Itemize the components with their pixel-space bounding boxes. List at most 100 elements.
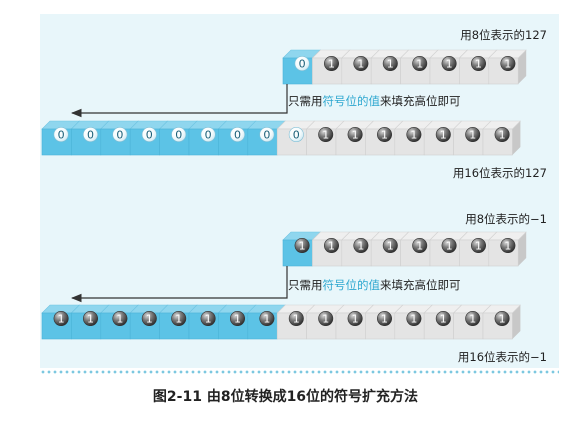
bit-one-ball (465, 127, 481, 143)
bit-one-ball (500, 56, 516, 72)
dotted-divider (40, 370, 559, 374)
note-text-highlight: 符号位的值 (322, 278, 381, 292)
bit-value-label: 1 (499, 313, 506, 326)
bit-value-label: 0 (175, 129, 182, 142)
figure-caption: 图2-11 由8位转换成16位的符号扩充方法 (152, 389, 419, 405)
bit-value-label: 1 (416, 58, 423, 71)
register-row1-8bit: 0 1 1 1 1 1 1 1 (282, 49, 527, 85)
bit-one-ball (435, 127, 451, 143)
note-text-highlight: 符号位的值 (322, 94, 381, 108)
bit-value-label: 1 (381, 129, 388, 142)
bit-one-ball (294, 238, 310, 254)
bit-value-label: 1 (146, 313, 153, 326)
bit-value-label: 1 (440, 313, 447, 326)
note-text-post: 来填充高位即可 (380, 278, 461, 292)
bit-value-label: 0 (146, 129, 153, 142)
bit-one-ball (412, 56, 428, 72)
note-sign-extension-2: 只需用符号位的值来填充高位即可 (288, 277, 461, 293)
bit-value-label: 1 (58, 313, 65, 326)
bit-value-label: 1 (352, 129, 359, 142)
bit-value-label: 1 (440, 129, 447, 142)
bit-value-label: 1 (357, 58, 364, 71)
register-side-face (512, 305, 521, 339)
bit-one-ball (470, 56, 486, 72)
bit-value-label: 1 (410, 313, 417, 326)
bit-one-ball (353, 56, 369, 72)
register-side-face (518, 50, 527, 84)
bit-one-ball (288, 311, 304, 327)
bit-value-label: 1 (175, 313, 182, 326)
sign-extension-arrow (70, 84, 288, 118)
note-text-post: 来填充高位即可 (380, 94, 461, 108)
bit-value-label: 1 (446, 240, 453, 253)
note-text-pre: 只需用 (288, 94, 323, 108)
bit-value-label: 1 (446, 58, 453, 71)
bit-value-label: 1 (263, 313, 270, 326)
bit-value-label: 1 (299, 240, 306, 253)
bit-one-ball (406, 127, 422, 143)
bit-value-label: 1 (504, 58, 511, 71)
bit-one-ball (412, 238, 428, 254)
label-8bit-127: 用8位表示的127 (460, 28, 547, 42)
bit-one-ball (347, 311, 363, 327)
bit-one-ball (112, 311, 128, 327)
bit-value-label: 1 (469, 129, 476, 142)
bit-value-label: 0 (234, 129, 241, 142)
bit-value-label: 0 (299, 58, 306, 71)
label-16bit-127: 用16位表示的127 (452, 166, 547, 180)
bit-one-ball (353, 238, 369, 254)
bit-value-label: 1 (352, 313, 359, 326)
bit-one-ball (259, 311, 275, 327)
bit-one-ball (200, 311, 216, 327)
bit-one-ball (141, 311, 157, 327)
bit-value-label: 1 (387, 240, 394, 253)
bit-one-ball (435, 311, 451, 327)
bit-zero-ball (83, 127, 99, 143)
bit-one-ball (230, 311, 246, 327)
bit-value-label: 1 (475, 58, 482, 71)
bit-value-label: 1 (328, 58, 335, 71)
bit-value-label: 1 (381, 313, 388, 326)
bit-value-label: 1 (416, 240, 423, 253)
bit-value-label: 1 (87, 313, 94, 326)
bit-one-ball (318, 311, 334, 327)
bit-one-ball (494, 311, 510, 327)
note-text-pre: 只需用 (288, 278, 323, 292)
bit-one-ball (376, 311, 392, 327)
label-8bit-neg1: 用8位表示的−1 (465, 212, 547, 226)
bit-zero-ball (171, 127, 187, 143)
bit-value-label: 1 (293, 313, 300, 326)
bit-value-label: 1 (357, 240, 364, 253)
bit-one-ball (441, 56, 457, 72)
bit-one-ball (323, 238, 339, 254)
bit-value-label: 0 (293, 129, 300, 142)
bit-value-label: 1 (322, 313, 329, 326)
bit-value-label: 1 (328, 240, 335, 253)
bit-one-ball (406, 311, 422, 327)
bit-one-ball (323, 56, 339, 72)
bit-one-ball (83, 311, 99, 327)
label-16bit-neg1: 用16位表示的−1 (457, 350, 547, 364)
bit-one-ball (318, 127, 334, 143)
bit-value-label: 1 (504, 240, 511, 253)
bit-one-ball (470, 238, 486, 254)
bit-value-label: 1 (387, 58, 394, 71)
bit-zero-ball (294, 56, 310, 72)
bit-one-ball (376, 127, 392, 143)
bit-value-label: 1 (205, 313, 212, 326)
bit-value-label: 1 (322, 129, 329, 142)
bit-value-label: 0 (205, 129, 212, 142)
bit-value-label: 0 (116, 129, 123, 142)
bit-one-ball (494, 127, 510, 143)
bit-one-ball (382, 238, 398, 254)
bit-value-label: 0 (263, 129, 270, 142)
bit-value-label: 0 (87, 129, 94, 142)
bit-zero-ball (259, 127, 275, 143)
bit-zero-ball (53, 127, 69, 143)
bit-zero-ball (288, 127, 304, 143)
bit-one-ball (53, 311, 69, 327)
